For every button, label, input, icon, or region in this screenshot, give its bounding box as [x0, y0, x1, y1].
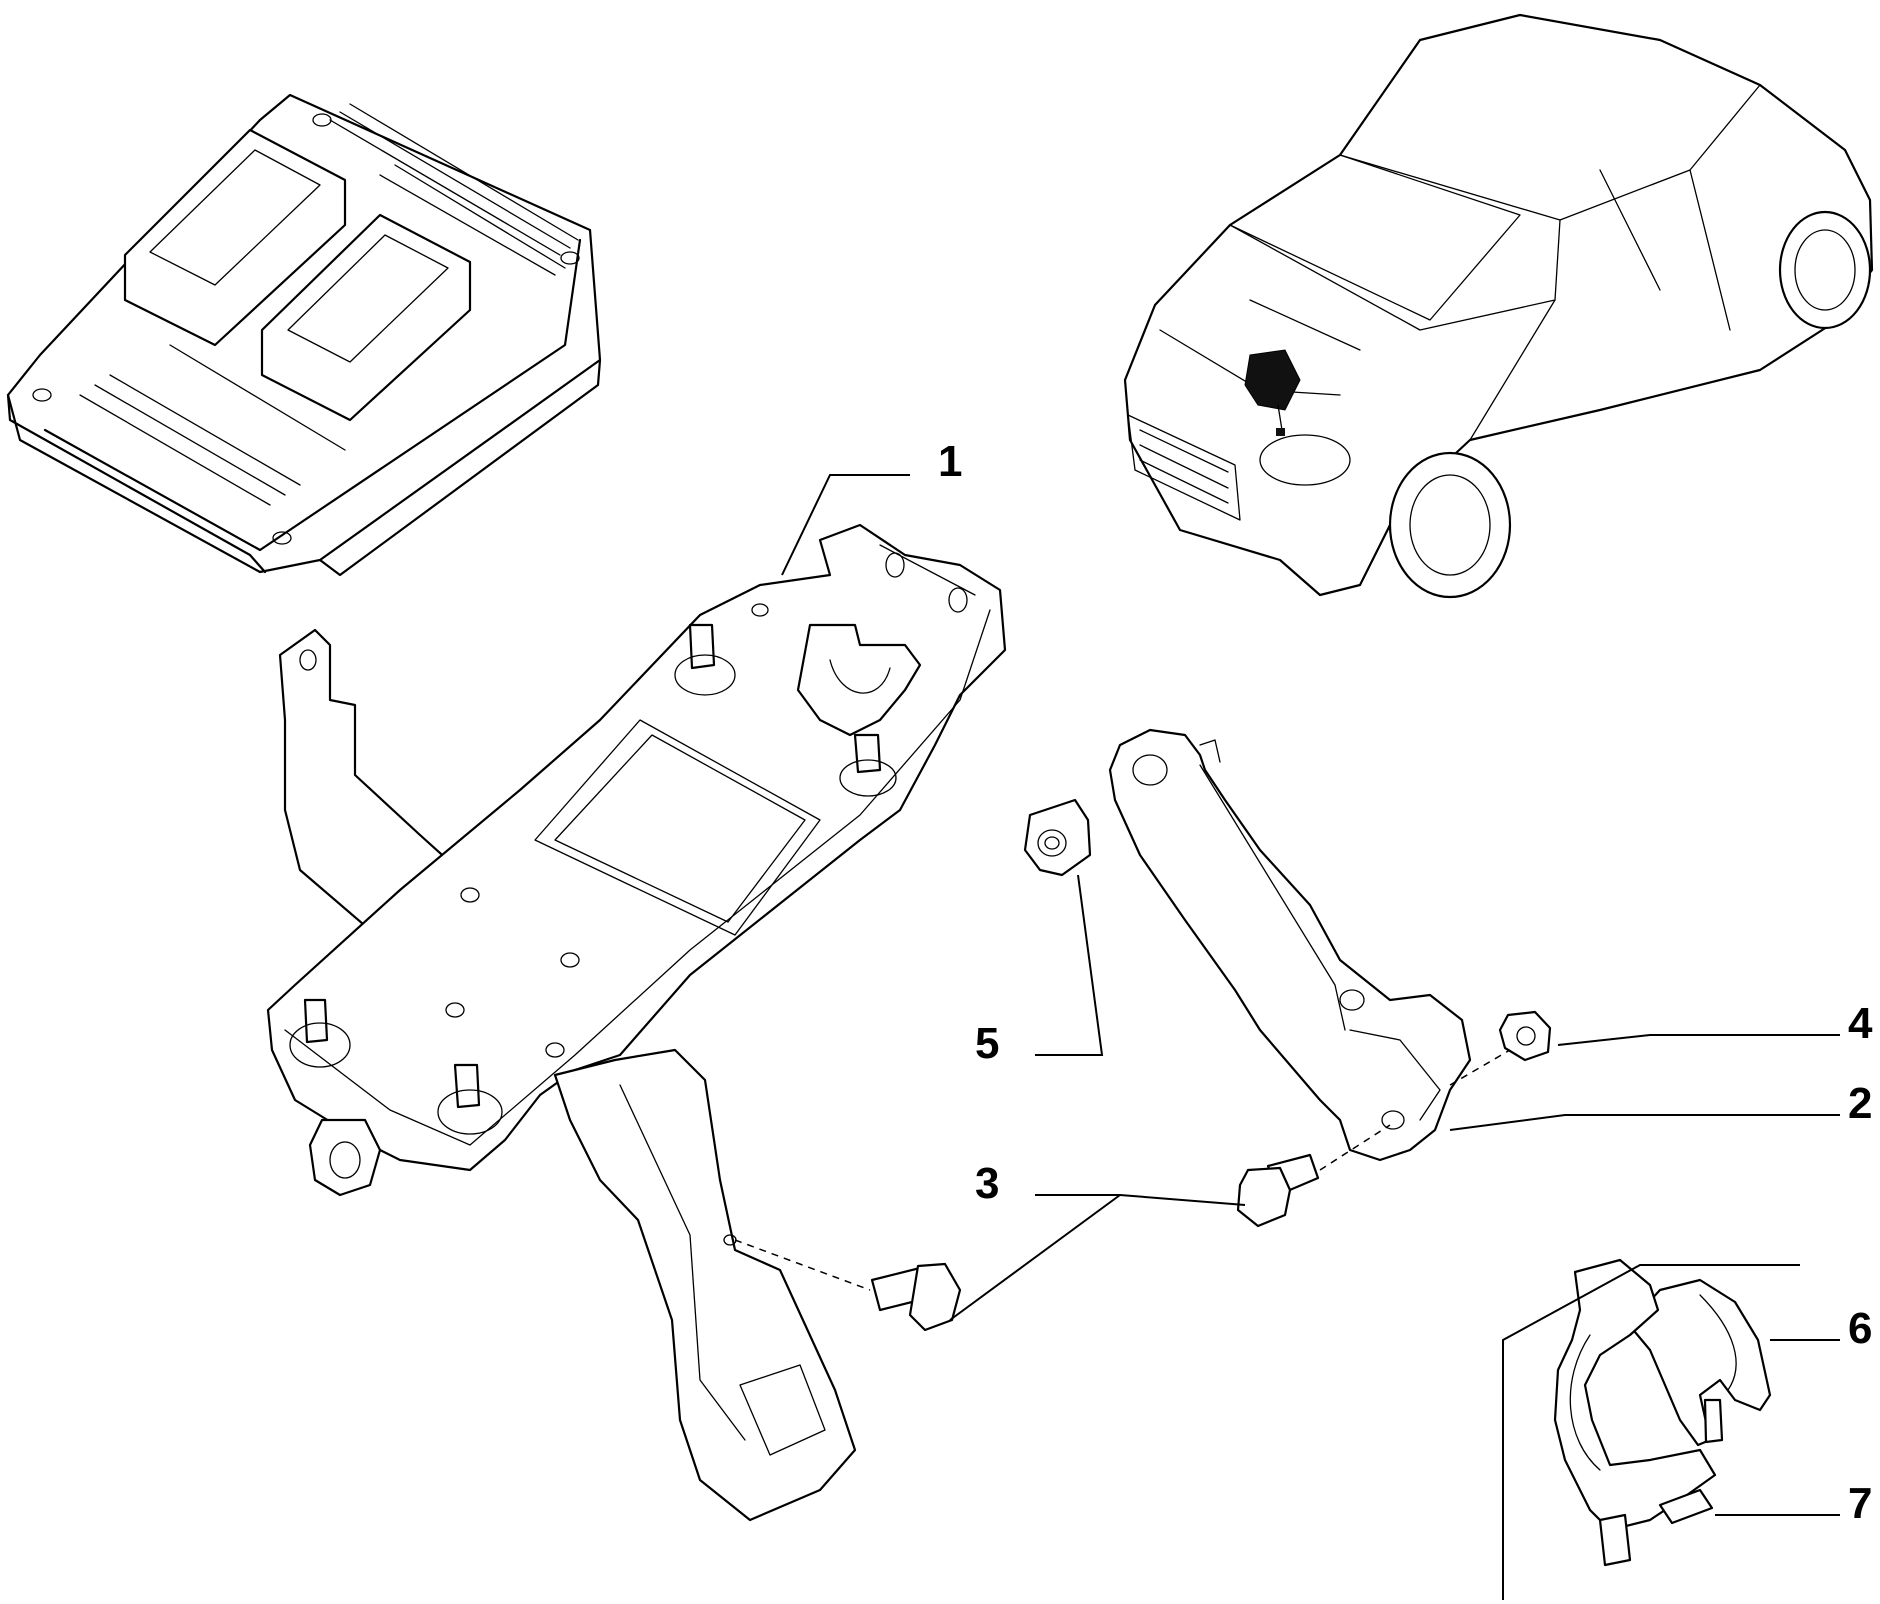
- callout-3: 3: [975, 1159, 999, 1208]
- mounting-bracket-icon: [266, 523, 1007, 1522]
- leader-lines: [734, 474, 1840, 1600]
- car-location-icon: [1123, 13, 1874, 599]
- callout-4: 4: [1848, 999, 1873, 1048]
- cable-clip-icon: [1623, 1278, 1772, 1447]
- callout-6: 6: [1848, 1304, 1872, 1353]
- ecu-module-icon: [6, 93, 602, 577]
- cable-clamp-icon: [1553, 1258, 1717, 1567]
- callout-1: 1: [938, 437, 962, 486]
- support-bracket-icon: [1108, 728, 1472, 1162]
- callout-2: 2: [1848, 1079, 1872, 1128]
- callout-7: 7: [1848, 1479, 1872, 1528]
- flanged-nut-icon: [1023, 798, 1092, 877]
- nut-icon: [1498, 1010, 1552, 1062]
- bolt-icon: [870, 1262, 962, 1332]
- bolt-icon: [1236, 1153, 1320, 1228]
- callout-5: 5: [975, 1019, 999, 1068]
